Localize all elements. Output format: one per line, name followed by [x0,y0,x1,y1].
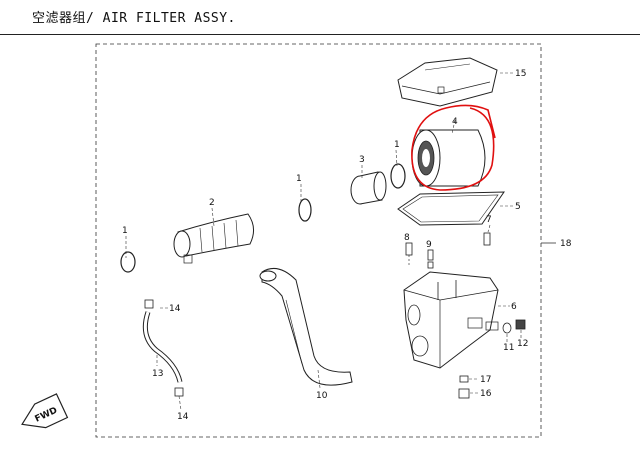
leader-lines [125,72,522,411]
callout-13: 13 [152,369,163,379]
title-bar: 空滤器组/ AIR FILTER ASSY. [0,0,640,38]
clamp-1-left [120,251,136,273]
intake-duct [173,213,254,264]
callout-4: 4 [452,117,458,127]
callout-8: 8 [404,233,410,243]
clamp-1-right [390,163,406,189]
callout-3: 3 [359,155,365,165]
callout-11: 11 [503,343,514,353]
callout-12: 12 [517,339,528,349]
bolt-8 [405,242,413,266]
bolt-7 [483,232,491,246]
page-title: 空滤器组/ AIR FILTER ASSY. [32,11,236,26]
callout-14-bottom: 14 [177,412,189,422]
airbox-body [403,271,499,369]
callout-1-mid: 1 [296,174,302,184]
snorkel-tube [259,267,353,386]
fwd-arrow-icon: FWD [21,393,69,429]
coupling [350,171,387,205]
callout-1-right: 1 [394,140,400,150]
callout-15: 15 [515,69,526,79]
filter-element [411,129,486,187]
callout-9: 9 [426,240,432,250]
callout-1-left: 1 [122,226,128,236]
assembly-border [95,43,542,438]
breather-hose [142,299,184,397]
callout-5: 5 [515,202,521,212]
callout-16: 16 [480,389,492,399]
clip-16 [458,388,470,399]
callout-6: 6 [511,302,517,312]
fwd-label: FWD [33,406,59,425]
callout-18: 18 [560,239,572,249]
highlight-circle [411,104,496,191]
clamp-1-mid [298,198,312,222]
washer-11 [502,322,512,334]
callout-7: 7 [486,215,492,225]
callout-10: 10 [316,391,328,401]
clip-17 [459,375,469,383]
callout-14-top: 14 [169,304,181,314]
callout-17: 17 [480,375,491,385]
grommet-12 [515,319,526,330]
airbox-lid [397,57,498,107]
gasket [397,191,505,226]
title-divider [0,34,640,35]
bolt-9 [427,249,434,269]
callout-2: 2 [209,198,215,208]
